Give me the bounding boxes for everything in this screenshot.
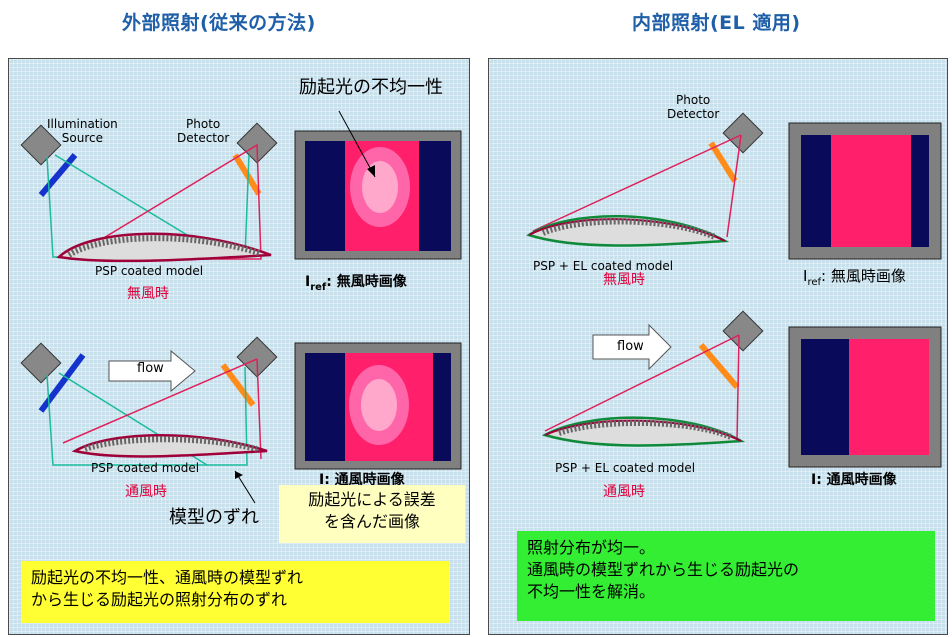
orange-filter-icon bbox=[232, 153, 262, 196]
left-title: 外部照射(従来の方法) bbox=[122, 12, 316, 34]
model-label-top: PSP coated model bbox=[95, 264, 204, 278]
airfoil-hatch bbox=[558, 420, 733, 440]
detector-ray bbox=[544, 334, 740, 432]
light-ray bbox=[54, 154, 208, 248]
left-summary-box: 励起光の不均一性、通風時の模型ずれ から生じる励起光の照射分布のずれ bbox=[21, 561, 449, 623]
error-image-box: 励起光による誤差 を含んだ画像 bbox=[279, 485, 465, 543]
flow-arrow-icon bbox=[108, 349, 196, 393]
orange-filter-icon bbox=[698, 343, 740, 389]
light-ray bbox=[46, 366, 248, 466]
right-diagram bbox=[526, 112, 942, 468]
orange-filter-icon bbox=[708, 141, 738, 183]
right-title: 内部照射(EL 適用) bbox=[632, 12, 801, 34]
flow-label-right: flow bbox=[617, 339, 644, 354]
illumination-source-icon bbox=[20, 342, 62, 384]
i-caption: I: 通風時画像 bbox=[319, 472, 405, 488]
left-panel: Illumination Source Photo Detector 励起光の不… bbox=[8, 58, 470, 635]
model-shift-label: 模型のずれ bbox=[169, 507, 259, 528]
photo-detector-icon bbox=[722, 112, 764, 154]
nonuniform-label: 励起光の不均一性 bbox=[299, 77, 443, 98]
image-magenta bbox=[831, 135, 911, 247]
detector-ray bbox=[62, 358, 258, 444]
image-magenta bbox=[849, 339, 929, 455]
photo-detector-label: Photo Detector bbox=[667, 93, 720, 121]
right-panel: Photo Detector PSP + EL coated model 無風時… bbox=[488, 58, 948, 635]
blue-filter-icon bbox=[38, 353, 86, 413]
airfoil-model bbox=[71, 434, 268, 458]
airfoil-hatch bbox=[84, 436, 258, 452]
nowind-label: 無風時 bbox=[603, 272, 645, 288]
photo-detector-icon bbox=[236, 122, 278, 164]
wind-label: 通風時 bbox=[603, 484, 645, 500]
iref-caption: Iref: 無風時画像 bbox=[305, 274, 407, 293]
detector-ray bbox=[532, 134, 742, 232]
pointer-arrow bbox=[338, 110, 376, 178]
detector-ray bbox=[736, 334, 740, 442]
wind-label: 通風時 bbox=[125, 484, 167, 500]
photo-detector-label: Photo Detector bbox=[177, 117, 230, 145]
model-label-bottom: PSP + EL coated model bbox=[555, 461, 696, 475]
photo-detector-icon bbox=[236, 336, 278, 378]
iref-caption: Iref: 無風時画像 bbox=[803, 267, 906, 288]
illumination-source-icon bbox=[20, 124, 62, 166]
illumination-source-label: Illumination Source bbox=[47, 117, 118, 145]
detector-ray bbox=[256, 358, 262, 460]
nowind-label: 無風時 bbox=[127, 286, 169, 302]
left-diagram bbox=[20, 110, 462, 504]
flow-arrow-icon bbox=[592, 323, 672, 371]
i-caption: I: 通風時画像 bbox=[811, 472, 897, 488]
model-label-bottom: PSP coated model bbox=[91, 461, 200, 475]
arrow-head-icon bbox=[235, 471, 243, 479]
arrow-head-icon bbox=[367, 165, 375, 177]
model-label-top: PSP + EL coated model bbox=[533, 259, 674, 273]
blue-filter-icon bbox=[38, 153, 78, 197]
right-summary-box: 照射分布が均一。 通風時の模型ずれから生じる励起光の 不均一性を解消。 bbox=[517, 531, 935, 621]
detector-ray bbox=[726, 134, 742, 238]
nonuniform-spot-inner bbox=[361, 379, 397, 431]
photo-detector-icon bbox=[722, 310, 764, 352]
nonuniform-spot-inner bbox=[362, 161, 398, 213]
flow-label-left: flow bbox=[137, 361, 164, 376]
